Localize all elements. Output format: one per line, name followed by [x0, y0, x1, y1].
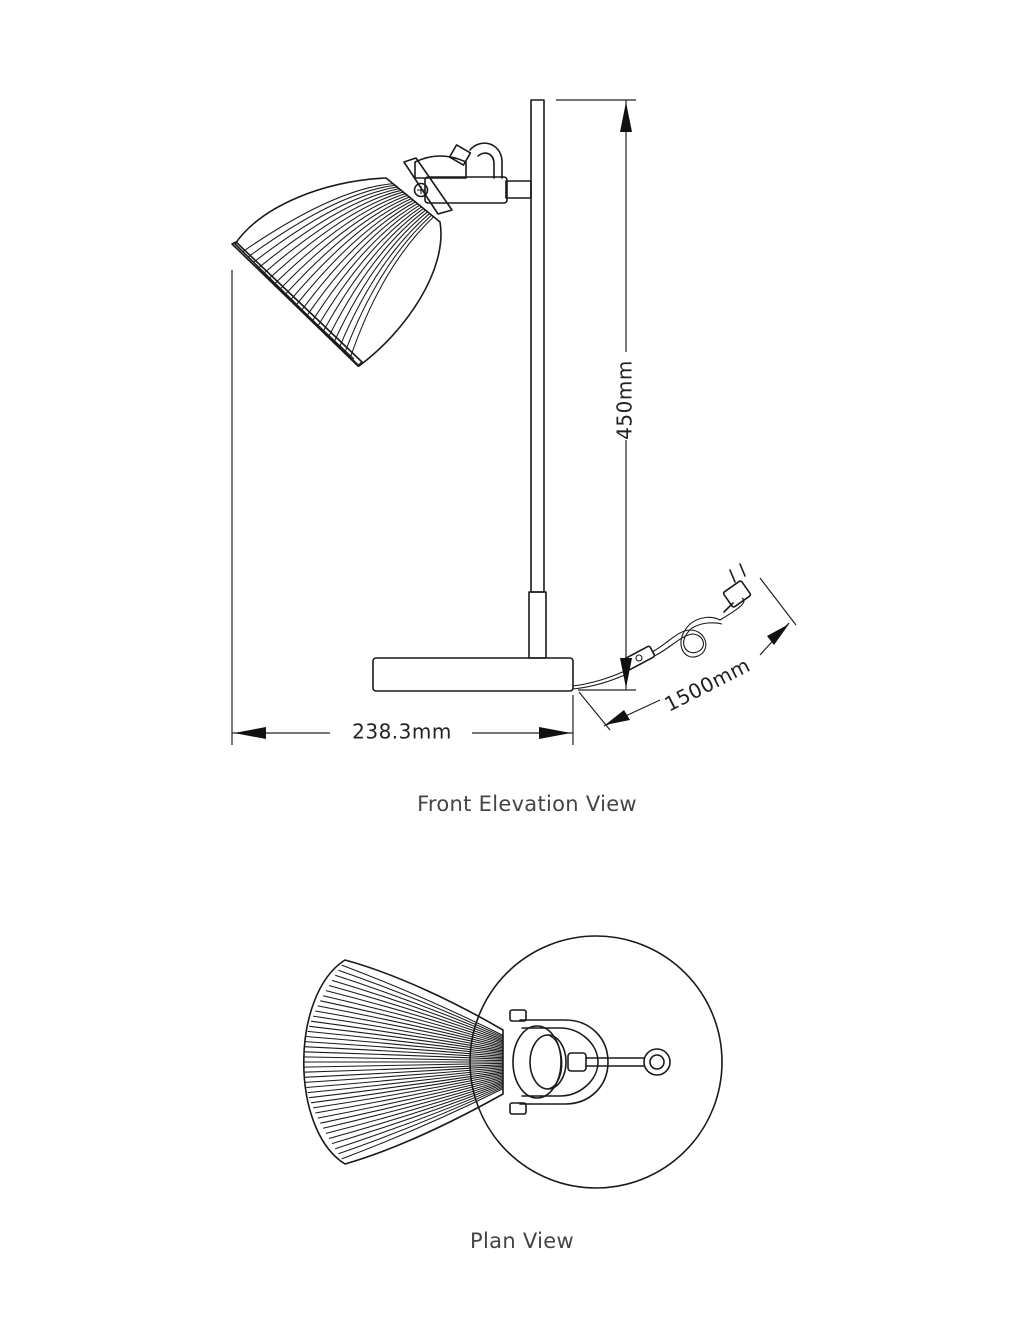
plan-shade-rib	[341, 1088, 504, 1160]
shade-rib	[350, 215, 435, 357]
plan-shade-rib	[320, 1000, 504, 1046]
plan-shade-rib	[335, 974, 504, 1039]
plan-shade-rib	[309, 1025, 504, 1053]
front-shade-ribs	[243, 183, 435, 357]
shade-rib	[269, 191, 405, 279]
lamp-base	[372, 657, 574, 692]
shade-rib	[344, 214, 433, 352]
plan-shade-rib	[331, 979, 504, 1041]
shade-rib	[328, 209, 427, 336]
width-dimension: 238.3mm	[231, 270, 574, 745]
shade-rib	[280, 194, 409, 289]
plan-shade	[303, 959, 504, 1165]
plan-shade-rib	[310, 1072, 504, 1104]
plan-shade-rib	[338, 1086, 504, 1155]
shade-rib	[291, 197, 413, 300]
cable-label: 1500mm	[660, 653, 754, 717]
plan-shade-rib	[307, 1069, 504, 1094]
shade-rib	[285, 196, 411, 294]
height-label: 450mm	[613, 360, 637, 440]
front-shade	[231, 177, 442, 367]
plan-base-circle	[469, 935, 723, 1189]
shade-rib	[259, 188, 401, 268]
plan-shade-rib	[322, 1079, 504, 1129]
width-label: 238.3mm	[352, 720, 452, 744]
plan-shade-rib	[320, 1078, 504, 1124]
shade-rib	[248, 184, 397, 257]
plan-shade-rib	[305, 1067, 504, 1083]
plan-shade-rib	[306, 1068, 504, 1089]
plan-shade-rib	[325, 1081, 504, 1134]
height-dimension: 450mm	[556, 99, 637, 691]
plan-shade-rib	[338, 969, 504, 1038]
plan-shade-rib	[304, 1046, 504, 1059]
shade-rib	[275, 192, 407, 284]
plan-shade-rib	[310, 1020, 504, 1052]
plan-shade-rib	[317, 1005, 504, 1048]
plan-shade-rib	[331, 1083, 504, 1145]
shade-rib	[253, 186, 399, 263]
plan-shade-rib	[306, 1035, 504, 1056]
plan-shade-rib	[341, 964, 504, 1036]
plan-shade-rib	[309, 1071, 504, 1099]
plan-shade-rib	[315, 1075, 504, 1114]
plan-shade-rib	[303, 1062, 504, 1068]
plan-ring-icon	[643, 1048, 671, 1076]
plan-shade-rib	[307, 1030, 504, 1055]
power-cable	[572, 563, 752, 690]
plan-head	[509, 1009, 671, 1115]
plan-shade-rib	[312, 1015, 504, 1050]
plan-shade-rib	[328, 1082, 504, 1140]
plan-shade-ribs	[303, 964, 504, 1160]
plug-icon	[722, 563, 752, 613]
shade-rib	[312, 204, 421, 321]
plan-view: Plan View	[303, 935, 723, 1253]
shade-rib	[264, 189, 403, 273]
plan-shade-rib	[335, 1085, 504, 1150]
plan-shade-rib	[312, 1074, 504, 1109]
front-elevation: 450mm 238.3mm 1500mm Front Elevation Vie…	[231, 99, 797, 816]
arm-connector	[403, 142, 532, 215]
shade-rib	[243, 183, 395, 252]
shade-rib	[323, 207, 425, 331]
shade-rib	[339, 212, 431, 347]
shade-rib	[334, 211, 429, 342]
plan-shade-rib	[317, 1076, 504, 1119]
plan-shade-rib	[325, 990, 504, 1043]
plan-shade-rib	[303, 1056, 504, 1062]
plan-shade-rib	[305, 1041, 504, 1057]
shade-rib	[296, 199, 415, 305]
front-view-caption: Front Elevation View	[417, 792, 637, 816]
shade-rib	[301, 201, 417, 310]
plan-shade-rib	[303, 1064, 504, 1073]
shade-rib	[318, 206, 423, 326]
plan-shade-rib	[303, 1051, 504, 1060]
plan-shade-rib	[304, 1065, 504, 1078]
shade-rib	[307, 202, 419, 315]
plan-shade-rib	[328, 984, 504, 1042]
cable-dimension: 1500mm	[578, 577, 797, 731]
plan-shade-rib	[322, 995, 504, 1045]
plan-shade-rib	[315, 1010, 504, 1049]
plan-view-caption: Plan View	[470, 1229, 574, 1253]
